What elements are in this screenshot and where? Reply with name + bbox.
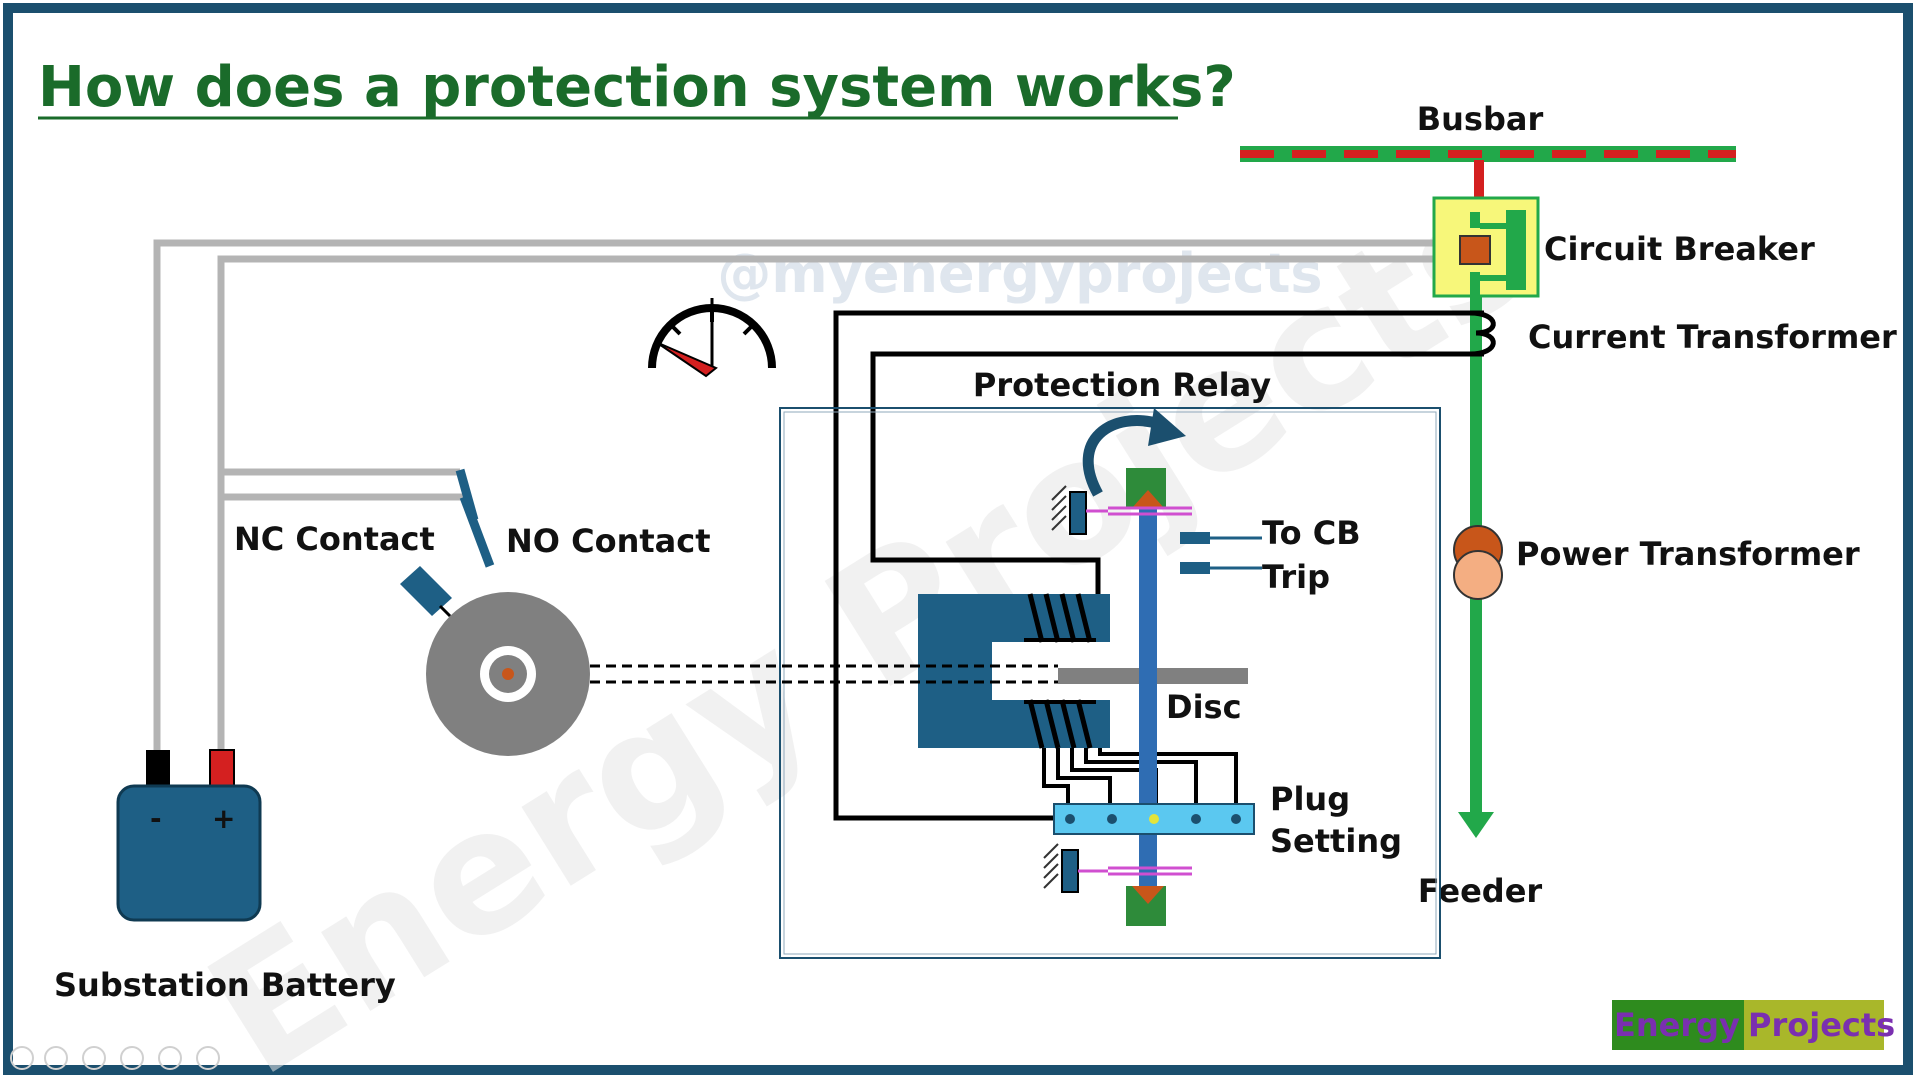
power-transformer-label: Power Transformer bbox=[1516, 535, 1860, 573]
protection-relay-label: Protection Relay bbox=[973, 366, 1271, 404]
ct-wire-inner bbox=[870, 351, 1484, 594]
coil-outline bbox=[1024, 638, 1096, 704]
trip-contacts bbox=[1180, 532, 1262, 574]
no-contact-label: NO Contact bbox=[506, 522, 711, 560]
disc-label: Disc bbox=[1166, 688, 1242, 726]
lower-stop-block bbox=[1043, 843, 1108, 893]
contact-wheel bbox=[426, 592, 590, 756]
upper-spring bbox=[1108, 506, 1192, 516]
lower-spring bbox=[1108, 866, 1192, 876]
slide-toolbar[interactable] bbox=[10, 1046, 220, 1070]
to-cb-label: To CB bbox=[1262, 514, 1361, 552]
svg-text:Projects: Projects bbox=[1748, 1006, 1895, 1044]
power-transformer bbox=[1453, 525, 1503, 600]
gauge-icon bbox=[648, 298, 776, 378]
control-wire-outer bbox=[153, 239, 1465, 755]
no-contact-blade bbox=[459, 495, 495, 568]
lower-bearing bbox=[1126, 886, 1166, 926]
svg-text:Energy: Energy bbox=[1614, 1006, 1740, 1044]
watermark-handle: @myenergyprojects bbox=[717, 242, 1322, 305]
slides-icon[interactable] bbox=[120, 1046, 144, 1070]
setting-label: Setting bbox=[1270, 822, 1402, 860]
page-title: How does a protection system works? bbox=[38, 55, 1236, 120]
battery-minus-label: - bbox=[150, 802, 162, 835]
prev-slide-icon[interactable] bbox=[10, 1046, 34, 1070]
feeder-arrow bbox=[1458, 812, 1494, 838]
current-transformer-label: Current Transformer bbox=[1528, 318, 1897, 356]
trip-label: Trip bbox=[1262, 558, 1330, 596]
plug-label: Plug bbox=[1270, 780, 1350, 818]
pen-icon[interactable] bbox=[82, 1046, 106, 1070]
circuit-breaker-label: Circuit Breaker bbox=[1544, 230, 1815, 268]
substation-battery bbox=[116, 749, 262, 922]
slide-frame bbox=[3, 3, 1913, 1075]
electromagnet-lower-coil bbox=[1027, 699, 1093, 749]
control-wire-inner bbox=[217, 255, 1465, 755]
feeder-label: Feeder bbox=[1418, 872, 1543, 910]
disc-linkage bbox=[510, 664, 1058, 684]
zoom-icon[interactable] bbox=[158, 1046, 182, 1070]
current-transformer-coil bbox=[1469, 310, 1496, 357]
protection-relay-box bbox=[779, 407, 1441, 959]
circuit-breaker bbox=[1432, 196, 1540, 298]
moving-contact-arm bbox=[400, 566, 452, 616]
busbar bbox=[1240, 146, 1736, 162]
energy-projects-logo: Energy Projects bbox=[1612, 1000, 1895, 1050]
ct-wire-outer bbox=[833, 310, 1484, 821]
busbar-drop bbox=[1474, 160, 1484, 210]
busbar-label: Busbar bbox=[1417, 100, 1544, 138]
relay-spindle bbox=[1139, 494, 1157, 888]
more-options-icon[interactable] bbox=[196, 1046, 220, 1070]
rotation-arrow-icon bbox=[1082, 408, 1186, 497]
battery-label: Substation Battery bbox=[54, 966, 396, 1004]
moving-contact-link bbox=[438, 604, 452, 618]
upper-bearing bbox=[1126, 468, 1166, 508]
upper-stop-block bbox=[1051, 485, 1108, 535]
plug-setting-bar bbox=[1053, 803, 1255, 835]
electromagnet-upper-coil bbox=[1027, 593, 1093, 643]
next-slide-icon[interactable] bbox=[44, 1046, 68, 1070]
battery-plus-label: + bbox=[212, 802, 235, 835]
nc-contact-label: NC Contact bbox=[234, 520, 435, 558]
